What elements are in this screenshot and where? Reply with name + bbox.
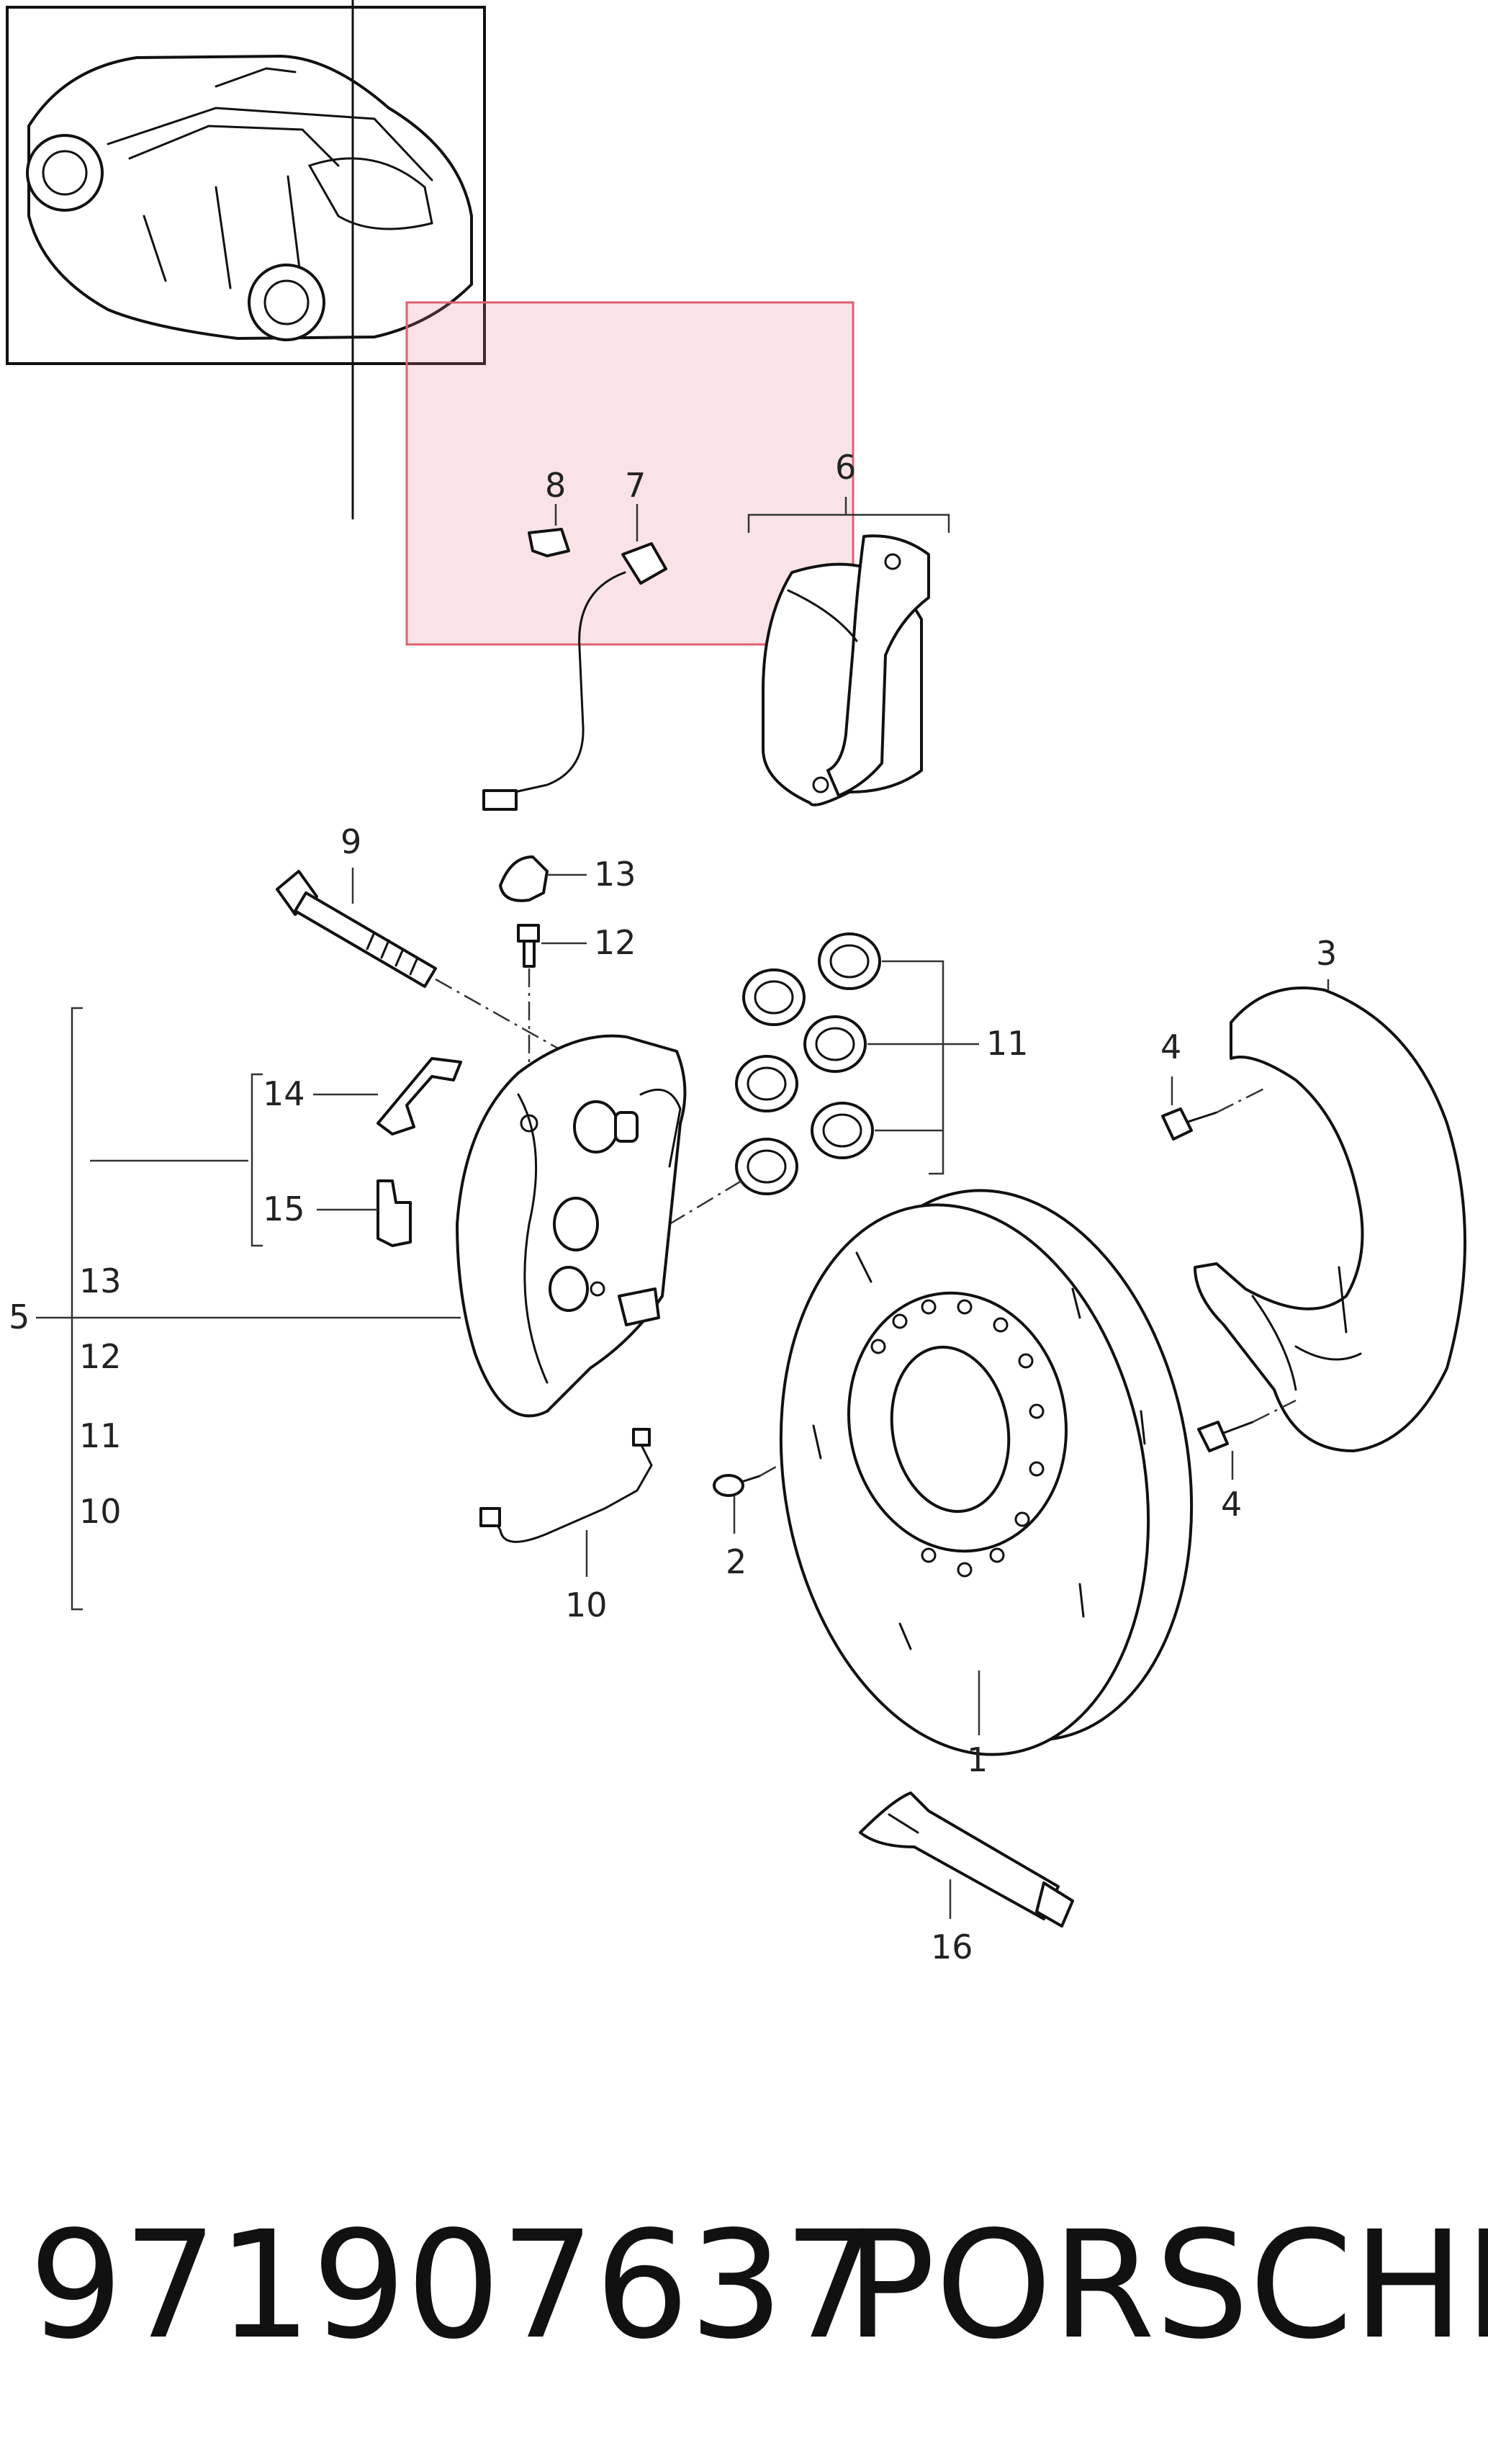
group-5-item-13: 13 xyxy=(79,1262,122,1300)
callout-7: 7 xyxy=(625,466,646,505)
brand-name: PORSCHE xyxy=(846,2199,1488,2372)
part-4-bolt-upper xyxy=(1161,1076,1268,1141)
callout-2: 2 xyxy=(726,1542,747,1581)
part-13-bleeder-cap xyxy=(499,855,587,902)
part-9-bolt xyxy=(276,868,577,1060)
callout-1: 1 xyxy=(967,1740,988,1779)
callout-11: 11 xyxy=(986,1024,1029,1063)
group-5-items: 13 12 11 10 xyxy=(79,1262,122,1531)
part-6-brake-pads xyxy=(351,0,950,806)
callout-14: 14 xyxy=(263,1074,305,1113)
car-thumbnail xyxy=(6,6,486,365)
part-12-bleeder-screw xyxy=(517,924,587,1109)
callout-6: 6 xyxy=(835,448,856,487)
callout-8: 8 xyxy=(545,466,566,505)
group-5-item-12: 12 xyxy=(79,1337,122,1376)
callout-12: 12 xyxy=(594,923,636,962)
part-15-pad-retainer xyxy=(317,1179,412,1247)
callout-16: 16 xyxy=(931,1928,973,1966)
part-5-caliper xyxy=(36,1007,687,1611)
part-14-pad-spring xyxy=(313,1057,462,1136)
callout-4-upper: 4 xyxy=(1160,1028,1181,1066)
group-5-item-11: 11 xyxy=(79,1416,122,1455)
callout-4-lower: 4 xyxy=(1221,1485,1242,1524)
part-4-bolt-lower xyxy=(1197,1399,1297,1480)
callout-3: 3 xyxy=(1316,934,1337,973)
part-11-pistons xyxy=(633,932,979,1247)
group-5-item-10: 10 xyxy=(79,1492,122,1531)
part-8-clip xyxy=(528,504,570,557)
part-10-brake-line xyxy=(479,1428,653,1577)
callout-5: 5 xyxy=(9,1298,30,1336)
highlight-region xyxy=(405,301,855,646)
callout-15: 15 xyxy=(263,1190,305,1228)
part-number: 971907637 xyxy=(29,2199,878,2372)
part-1-brake-disc xyxy=(779,1189,1194,1756)
part-7-wear-sensor xyxy=(482,504,667,811)
callout-13: 13 xyxy=(594,855,636,894)
part-3-splash-shield xyxy=(1194,979,1466,1452)
callout-labels: 1 2 3 4 4 5 6 7 8 9 10 11 12 13 14 15 16 xyxy=(9,448,1337,1966)
callout-10: 10 xyxy=(565,1586,608,1624)
callout-9: 9 xyxy=(341,822,361,861)
part-16-grease-tube xyxy=(859,1791,1074,1928)
